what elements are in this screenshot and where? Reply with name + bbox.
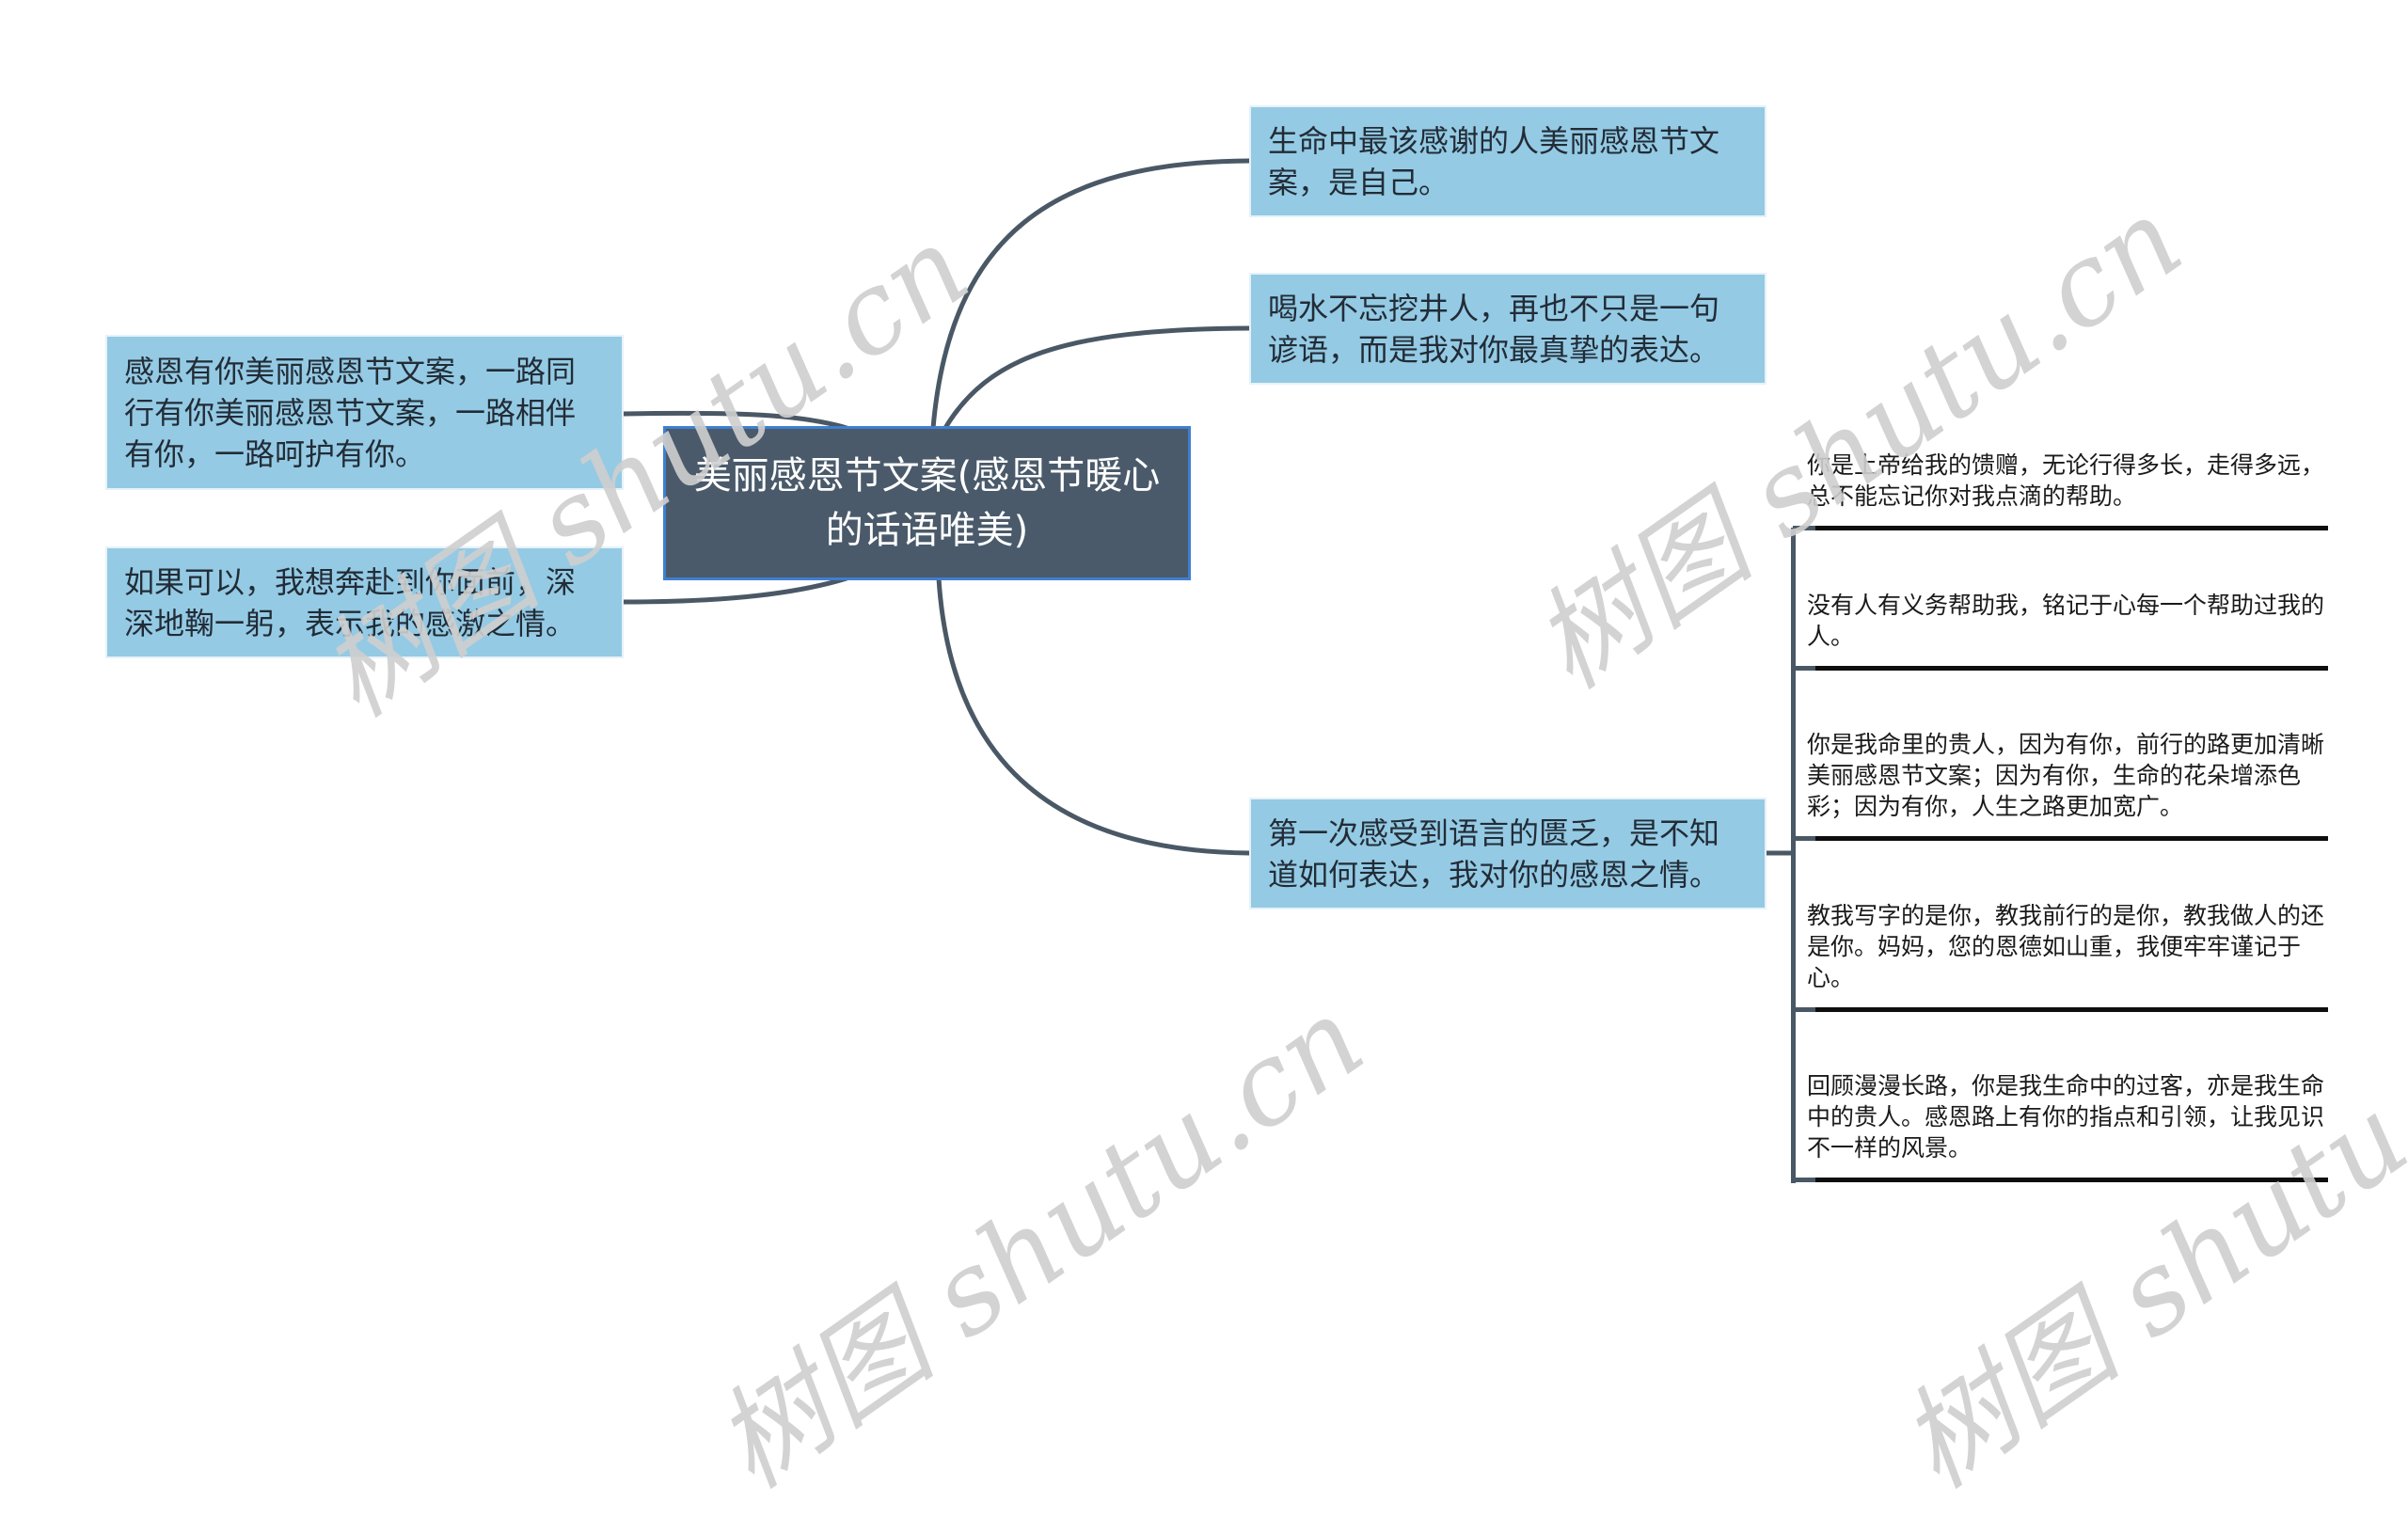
sub-item-text-1: 你是上帝给我的馈赠，无论行得多长，走得多远，总不能忘记你对我点滴的帮助。 — [1807, 451, 2325, 510]
sub-item-4[interactable]: 教我写字的是你，教我前行的是你，教我做人的还是你。妈妈，您的恩德如山重，我便牢牢… — [1807, 900, 2334, 993]
sub-item-text-5: 回顾漫漫长路，你是我生命中的过客，亦是我生命中的贵人。感恩路上有你的指点和引领，… — [1807, 1072, 2325, 1162]
sub-item-3-underline — [1793, 836, 2328, 841]
connector-lines — [621, 158, 1796, 856]
sub-item-5-underline — [1793, 1178, 2328, 1182]
right-branch-node-1[interactable]: 生命中最该感谢的人美丽感恩节文案，是自己。 — [1249, 105, 1766, 217]
right-branch-text-1: 生命中最该感谢的人美丽感恩节文案，是自己。 — [1268, 122, 1720, 200]
sub-item-1-underline — [1793, 526, 2328, 530]
left-branch-text-2: 如果可以，我想奔赴到你面前，深深地鞠一躬，表示我的感激之情。 — [124, 563, 577, 641]
sub-item-4-underline — [1793, 1007, 2328, 1012]
root-node[interactable]: 美丽感恩节文案(感恩节暖心的话语唯美) — [663, 426, 1191, 580]
sub-item-text-3: 你是我命里的贵人，因为有你，前行的路更加清晰美丽感恩节文案；因为有你，生命的花朵… — [1807, 731, 2325, 820]
sub-item-text-4: 教我写字的是你，教我前行的是你，教我做人的还是你。妈妈，您的恩德如山重，我便牢牢… — [1807, 902, 2325, 991]
link-right-2 — [943, 325, 1252, 431]
left-branch-node-2[interactable]: 如果可以，我想奔赴到你面前，深深地鞠一躬，表示我的感激之情。 — [105, 546, 624, 658]
sub-item-2-underline — [1793, 666, 2328, 671]
link-left-2 — [621, 576, 849, 605]
sub-item-1[interactable]: 你是上帝给我的馈赠，无论行得多长，走得多远，总不能忘记你对我点滴的帮助。 — [1807, 450, 2334, 512]
sub-item-3[interactable]: 你是我命里的贵人，因为有你，前行的路更加清晰美丽感恩节文案；因为有你，生命的花朵… — [1807, 729, 2334, 822]
sub-item-text-2: 没有人有义务帮助我，铭记于心每一个帮助过我的人。 — [1807, 592, 2325, 650]
sub-item-2[interactable]: 没有人有义务帮助我，铭记于心每一个帮助过我的人。 — [1807, 590, 2334, 652]
link-left-1 — [621, 410, 849, 431]
root-title: 美丽感恩节文案(感恩节暖心的话语唯美) — [693, 454, 1161, 552]
sub-items-bracket — [1791, 528, 1796, 1183]
right-branch-text-3: 第一次感受到语言的匮乏，是不知道如何表达，我对你的感恩之情。 — [1268, 814, 1720, 893]
sub-item-5[interactable]: 回顾漫漫长路，你是我生命中的过客，亦是我生命中的贵人。感恩路上有你的指点和引领，… — [1807, 1070, 2334, 1163]
right-branch-text-2: 喝水不忘挖井人，再也不只是一句谚语，而是我对你最真挚的表达。 — [1268, 290, 1720, 368]
left-branch-node-1[interactable]: 感恩有你美丽感恩节文案，一路同行有你美丽感恩节文案，一路相伴有你，一路呵护有你。 — [105, 335, 624, 490]
link-right-1 — [930, 158, 1252, 431]
right-branch-node-3[interactable]: 第一次感受到语言的匮乏，是不知道如何表达，我对你的感恩之情。 — [1249, 798, 1766, 909]
right-branch-node-2[interactable]: 喝水不忘挖井人，再也不只是一句谚语，而是我对你最真挚的表达。 — [1249, 273, 1766, 385]
link-right-3 — [936, 576, 1252, 856]
left-branch-text-1: 感恩有你美丽感恩节文案，一路同行有你美丽感恩节文案，一路相伴有你，一路呵护有你。 — [124, 353, 577, 472]
mindmap-canvas: 美丽感恩节文案(感恩节暖心的话语唯美) 感恩有你美丽感恩节文案，一路同行有你美丽… — [105, 105, 2408, 1513]
